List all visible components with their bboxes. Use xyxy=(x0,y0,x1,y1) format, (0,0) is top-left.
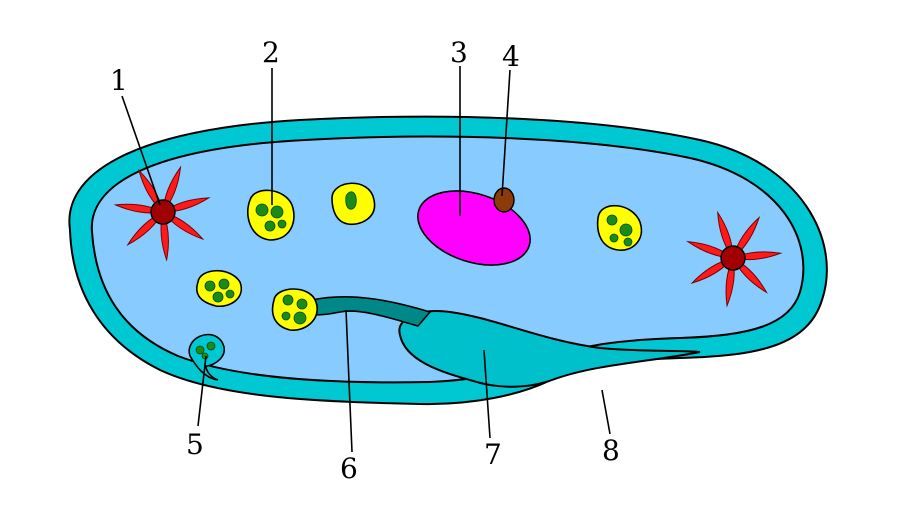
leader-line-4 xyxy=(501,69,511,197)
label-5: 5 xyxy=(186,428,204,461)
label-4: 4 xyxy=(502,40,520,73)
leader-line-7 xyxy=(483,349,491,439)
vacuole-center xyxy=(720,245,746,271)
leader-line-6 xyxy=(345,309,353,453)
food-vacuole-3 xyxy=(596,204,643,251)
food-vacuole-5 xyxy=(271,288,318,331)
food-vacuole-1 xyxy=(246,189,295,241)
leader-line-8 xyxy=(601,389,611,435)
label-1: 1 xyxy=(110,64,128,97)
label-6: 6 xyxy=(340,452,358,485)
leader-line-5 xyxy=(197,355,207,427)
contractile-vacuole-right xyxy=(686,210,783,308)
label-3: 3 xyxy=(450,36,468,69)
leader-line-1 xyxy=(121,95,161,206)
label-7: 7 xyxy=(484,438,502,471)
micronucleus xyxy=(493,187,515,213)
oral-groove xyxy=(398,310,701,388)
label-2: 2 xyxy=(262,36,280,69)
label-8: 8 xyxy=(602,434,620,467)
food-vacuole-2 xyxy=(331,182,376,226)
gullet xyxy=(311,296,432,327)
food-vacuole-4 xyxy=(196,269,243,307)
vacuole-center xyxy=(150,199,176,225)
contractile-vacuole-left xyxy=(113,165,211,262)
